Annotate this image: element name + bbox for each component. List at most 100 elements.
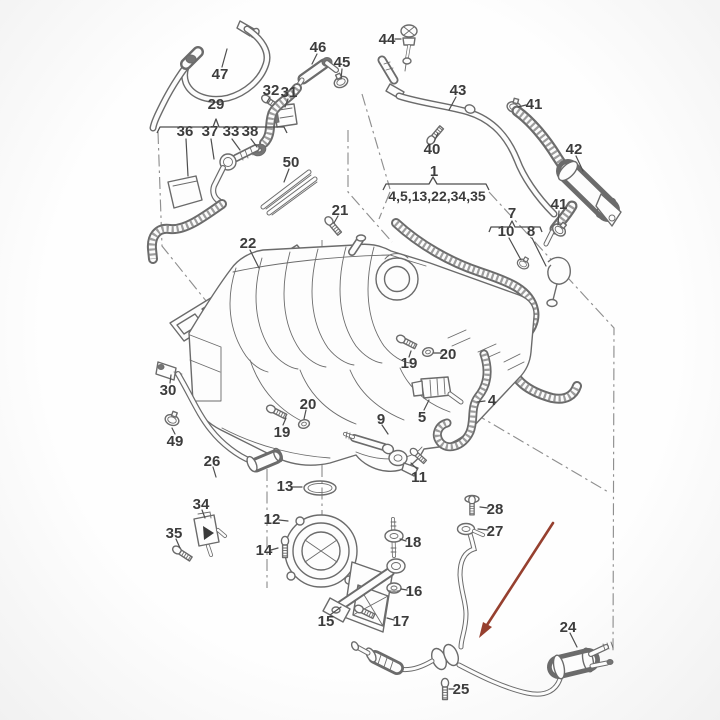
valve-34-detail (206, 544, 213, 557)
part-label-45: 45 (334, 54, 351, 71)
fuel-rail-43-detail (379, 57, 397, 83)
clamp-49 (162, 408, 183, 428)
leader-35-24 (175, 538, 181, 549)
hose-47-detail (185, 54, 197, 64)
part-label-4: 4 (488, 392, 497, 409)
bolt-14-detail (280, 535, 290, 559)
part-label-15: 15 (318, 613, 335, 630)
part-label-28: 28 (487, 501, 504, 518)
o-ring-13-detail (307, 482, 333, 494)
actuator (375, 257, 419, 301)
part-label-9: 9 (377, 411, 385, 428)
part-label-49: 49 (167, 433, 184, 450)
leader-12-34 (278, 519, 289, 522)
part-label-43: 43 (450, 82, 467, 99)
hose-4 (432, 349, 492, 452)
pad-36 (167, 175, 203, 209)
ring-27-detail (456, 522, 476, 536)
bolt-25-detail (440, 677, 450, 701)
push-rods-50-detail (267, 177, 317, 215)
canister-42-detail (544, 230, 554, 246)
throttle-body-12-detail (292, 522, 350, 580)
leader-16-37 (400, 588, 408, 591)
red-arrow-shaft (485, 521, 555, 627)
bolt-25 (440, 677, 450, 701)
o-ring-13 (303, 480, 337, 496)
damper-24-detail (552, 654, 566, 680)
leader-37-2 (210, 138, 215, 160)
part-label-34: 34 (193, 496, 210, 513)
connector-46-detail (299, 60, 328, 83)
throttle-body-12-detail (295, 516, 305, 526)
bracket-15-detail (386, 558, 406, 574)
push-rods-50 (260, 169, 318, 216)
stud-18-detail (384, 529, 404, 543)
part-label-36: 36 (177, 123, 194, 140)
sensor-11-detail (393, 454, 403, 462)
intake-manifold-detail (232, 254, 427, 273)
part-label-44: 44 (379, 31, 396, 48)
fuel-rail-43-detail (383, 61, 394, 71)
nut-16-detail (390, 585, 398, 591)
damper-24-detail (606, 659, 614, 665)
intake-manifold-detail (299, 369, 357, 425)
sensor-11 (388, 446, 428, 477)
part-label-26: 26 (204, 453, 221, 470)
clamp-45 (330, 70, 351, 91)
part-label-14: 14 (256, 542, 273, 559)
ring-27-detail (472, 529, 485, 537)
hose-group-29-detail (239, 146, 254, 161)
canister-hose-7-detail (393, 220, 580, 402)
bracket-15-detail (391, 562, 401, 570)
group-1-bracket (382, 176, 490, 191)
fuel-pipe-assembly-detail (377, 654, 394, 671)
part-label-12: 12 (264, 511, 281, 528)
breather-tube-26 (175, 371, 284, 473)
bracket-15-detail (337, 569, 393, 609)
intake-manifold-detail (349, 237, 363, 255)
damper-24 (547, 641, 614, 680)
leader-21-13 (333, 215, 339, 224)
bolt-28-detail (468, 495, 476, 516)
leader-28-40 (479, 506, 489, 509)
clip-8-detail (546, 298, 558, 308)
leader-49-21 (171, 427, 176, 435)
leader-50-12 (283, 168, 290, 183)
part-label-40: 40 (424, 141, 441, 158)
part-label-32: 32 (263, 82, 280, 99)
part-label-11: 11 (411, 469, 427, 486)
sensor-5-detail (420, 376, 452, 399)
fuel-pipe-assembly-detail (457, 663, 562, 696)
fuel-pipe-assembly-detail (442, 643, 460, 667)
hose-47 (149, 20, 271, 132)
leader-10-18 (508, 237, 522, 261)
throttle-body-12 (284, 514, 393, 633)
intake-manifold-detail (255, 257, 299, 370)
part-label-19: 19 (401, 355, 418, 372)
group-7-bracket (488, 220, 543, 233)
leader-26-22 (212, 466, 217, 478)
leader-24-42 (569, 632, 578, 648)
intake-manifold-detail (229, 267, 269, 373)
part-label-35: 35 (166, 525, 183, 542)
red-arrow (479, 521, 555, 638)
intake-manifold-detail (447, 329, 525, 371)
intake-manifold-detail (384, 253, 409, 260)
valve-34-detail (203, 526, 214, 540)
breather-tube-26-detail (272, 447, 284, 463)
leader-11-32 (410, 462, 418, 470)
leader-46-5 (311, 53, 318, 65)
part-label-25: 25 (453, 681, 470, 698)
part-label-10: 10 (498, 223, 515, 240)
fuel-rail-43-detail (464, 104, 476, 114)
nut-16-detail (386, 582, 402, 594)
damper-24-detail (581, 647, 595, 673)
group-29-label: 29 (208, 96, 225, 113)
damper-24-detail (602, 641, 614, 651)
part-label-38: 38 (242, 123, 259, 140)
part-label-33: 33 (223, 123, 240, 140)
leader-32-7 (266, 96, 271, 103)
intake-manifold-detail (249, 359, 309, 425)
leader-5-30 (423, 399, 430, 411)
bolt-28 (464, 494, 480, 516)
